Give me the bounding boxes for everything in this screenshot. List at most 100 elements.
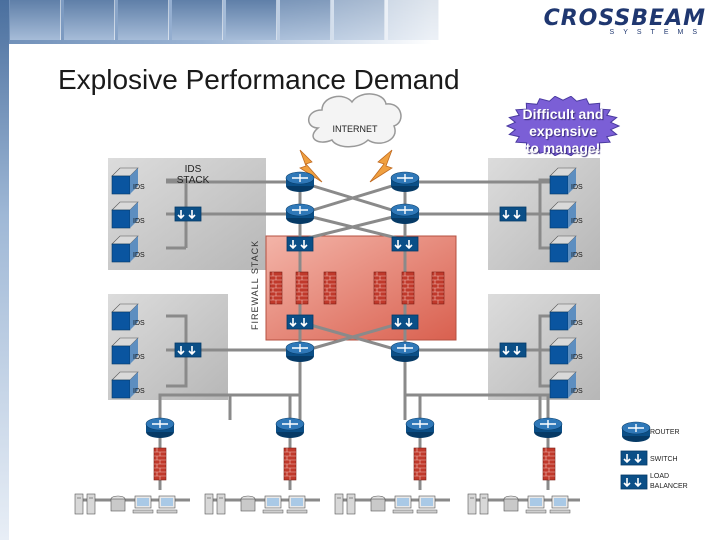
server-tower-icon <box>74 493 84 515</box>
screen <box>421 498 433 506</box>
ids-side <box>568 304 576 330</box>
header-tile <box>10 0 61 40</box>
firewall-bricks <box>543 448 555 480</box>
header-banner: CROSSBEAM SYSTEMS <box>0 0 720 44</box>
router-arrows <box>540 420 556 428</box>
right-load-balancer-top <box>499 206 527 222</box>
left-accent-bar <box>0 0 9 540</box>
ids-stack-label: IDS <box>185 164 202 175</box>
bolt-icon <box>369 149 393 183</box>
tower-body <box>86 493 96 515</box>
switch-body <box>391 236 419 252</box>
firewall-bricks <box>324 272 336 304</box>
callout-starburst: Difficult and expensive to manage! <box>505 96 621 156</box>
starburst-shape <box>505 96 621 156</box>
workstation-icon <box>525 495 547 514</box>
ids-label: IDS <box>133 354 145 361</box>
switch-body <box>620 450 648 466</box>
logo-word: CROSSBEAM <box>543 6 706 31</box>
ids-stack-line-1: IDS <box>185 164 202 175</box>
keyboard <box>156 509 178 514</box>
screen <box>267 498 279 506</box>
bolt-icon <box>299 149 323 183</box>
screen <box>554 498 566 506</box>
tower-body <box>467 493 477 515</box>
switch-body <box>286 314 314 330</box>
firewall-stack-unit <box>295 271 309 305</box>
ids-front <box>111 345 131 365</box>
load-balancer-right-bottom <box>391 314 419 330</box>
router-arrows <box>397 206 413 214</box>
screen <box>137 498 149 506</box>
ids-front <box>549 175 569 195</box>
ids-side <box>130 236 138 262</box>
core-router-right-2 <box>390 203 420 224</box>
firewall-stack-label: FIREWALL STACK <box>250 240 260 330</box>
ids-side <box>130 372 138 398</box>
switch-arrows <box>289 240 308 250</box>
disk-body <box>370 498 386 512</box>
storage-icon <box>370 495 386 512</box>
switch-body <box>286 236 314 252</box>
switch-body <box>391 314 419 330</box>
workstation-icon <box>262 495 284 514</box>
switch-arrows <box>289 318 308 328</box>
distribution-firewall <box>542 447 556 481</box>
workstation-icon <box>549 495 571 514</box>
distribution-router <box>145 417 175 438</box>
ids-device-left: IDS <box>111 167 145 195</box>
keyboard <box>132 509 154 514</box>
ids-side <box>568 236 576 262</box>
switch-arrows <box>177 346 196 356</box>
switch-body <box>499 206 527 222</box>
screen <box>530 498 542 506</box>
switch-body <box>174 342 202 358</box>
firewall-stack-unit <box>323 271 337 305</box>
screen <box>397 498 409 506</box>
keyboard <box>416 509 438 514</box>
server-tower-icon <box>86 493 96 515</box>
router-arrows <box>152 420 168 428</box>
workstation-icon <box>286 495 308 514</box>
tower-body <box>204 493 214 515</box>
logo-subtitle: SYSTEMS <box>609 29 706 36</box>
ids-device-right: IDS <box>549 303 583 331</box>
load-balancer-left-bottom <box>286 314 314 330</box>
ids-front <box>549 311 569 331</box>
workstation-icon <box>392 495 414 514</box>
core-router-left <box>285 171 315 192</box>
firewall-bricks <box>432 272 444 304</box>
ids-device-left: IDS <box>111 303 145 331</box>
keyboard <box>286 509 308 514</box>
switch-body <box>174 206 202 222</box>
firewalls <box>153 271 556 481</box>
wire <box>540 393 550 420</box>
firewall-stack-unit <box>269 271 283 305</box>
switch-arrows <box>394 318 413 328</box>
firewall-bricks <box>296 272 308 304</box>
distribution-router <box>405 417 435 438</box>
legend-load-balancer-label-2: BALANCER <box>650 483 688 490</box>
legend-load-balancer-icon <box>620 474 648 490</box>
screen <box>291 498 303 506</box>
server-tower-icon <box>204 493 214 515</box>
router-arrows <box>397 174 413 182</box>
core-router-right-bottom <box>390 341 420 362</box>
screen <box>161 498 173 506</box>
switch-body <box>620 474 648 490</box>
disk-body <box>240 498 256 512</box>
firewall-stack-unit <box>431 271 445 305</box>
workstation-icon <box>132 495 154 514</box>
ids-device-right: IDS <box>549 201 583 229</box>
router-arrows <box>292 344 308 352</box>
legend: ROUTER SWITCH LOAD BALANCER <box>650 429 688 490</box>
core-router-right <box>390 171 420 192</box>
ids-label: IDS <box>133 184 145 191</box>
internet-label: INTERNET <box>333 124 379 134</box>
legend-router-icon <box>621 421 651 442</box>
ids-label: IDS <box>571 252 583 259</box>
switch-arrows <box>394 240 413 250</box>
server-tower-icon <box>334 493 344 515</box>
